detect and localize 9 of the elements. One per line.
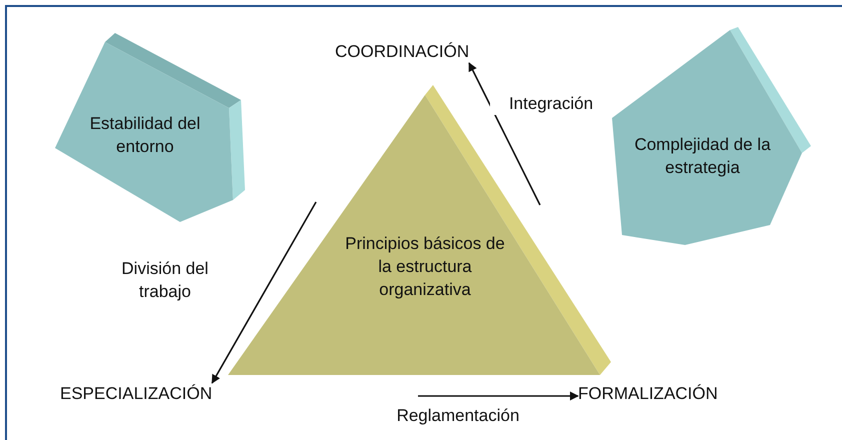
- arrow: [211, 202, 317, 384]
- node-text: Principios básicos de la estructura organizativa: [344, 233, 506, 301]
- node-text: Complejidad de la estrategia: [633, 134, 772, 179]
- arrow: [468, 62, 541, 206]
- concept-label: COORDINACIÓN: [335, 41, 470, 63]
- arrow: [418, 392, 579, 400]
- concept-label: ESPECIALIZACIÓN: [60, 383, 212, 405]
- concept-label: FORMALIZACIÓN: [578, 383, 718, 405]
- node-text: Estabilidad del entorno: [88, 113, 202, 158]
